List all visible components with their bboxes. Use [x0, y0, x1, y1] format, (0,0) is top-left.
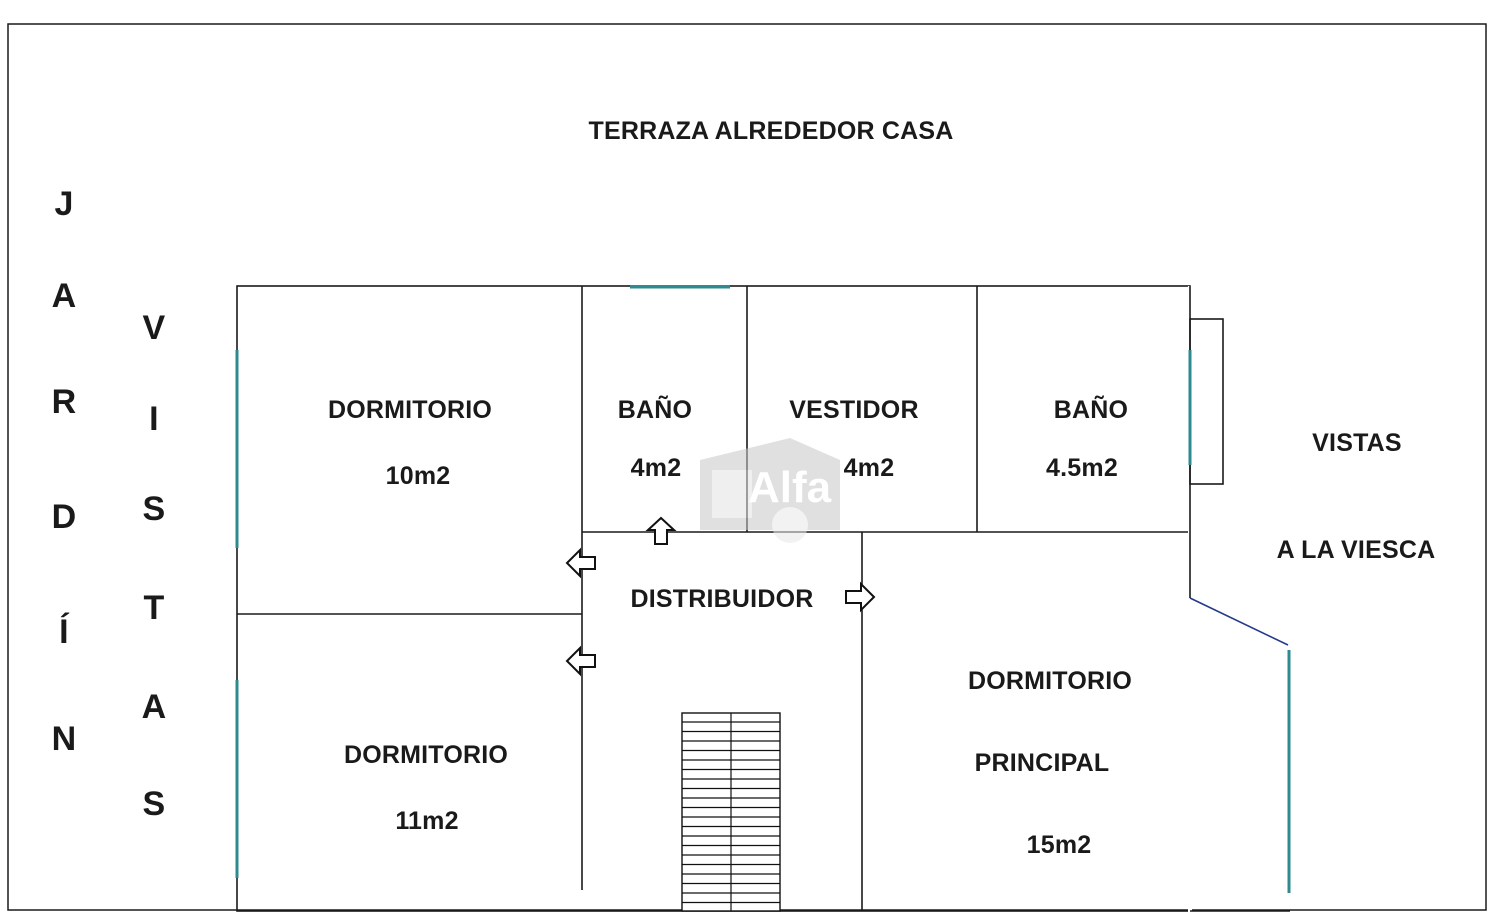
windows [235, 285, 1291, 893]
views-letter: I [149, 400, 159, 438]
bedroom-top-left-area: 10m2 [386, 462, 451, 490]
views-letter: V [143, 309, 166, 347]
views-letter: A [142, 688, 167, 726]
bathroom-1-area: 4m2 [631, 454, 682, 482]
staircase [681, 712, 781, 912]
views-letter: S [143, 490, 166, 528]
watermark-text: Alfa [748, 463, 832, 512]
garden-letter: Í [59, 613, 70, 651]
master-bedroom-name: DORMITORIO [968, 667, 1132, 695]
bathroom-1-name: BAÑO [618, 394, 692, 424]
closet-name: VESTIDOR [789, 396, 918, 424]
bedroom-bottom-left-area: 11m2 [395, 807, 458, 835]
bedroom-top-left-name: DORMITORIO [328, 396, 492, 424]
views-left-label: V I S T A S [142, 309, 167, 823]
closet-area: 4m2 [844, 454, 895, 482]
bathroom-2-area: 4.5m2 [1046, 454, 1118, 482]
garden-letter: D [52, 498, 77, 536]
garden-label: J A R D Í N [52, 185, 77, 758]
bathroom-niche [1189, 318, 1224, 485]
views-letter: T [144, 589, 165, 627]
door-arrow-right-icon [845, 581, 876, 613]
views-letter: S [143, 785, 166, 823]
hall-name: DISTRIBUIDOR [631, 585, 814, 613]
bay-window-extension [1188, 286, 1290, 916]
garden-letter: J [54, 185, 73, 223]
door-arrow-left-top-icon [565, 547, 596, 579]
bathroom-2-name: BAÑO [1054, 394, 1128, 424]
views-right-line1: VISTAS [1312, 429, 1402, 457]
garden-letter: R [52, 383, 77, 421]
door-arrow-up-icon [645, 516, 677, 545]
views-right-line2: A LA VIESCA [1277, 536, 1436, 564]
terrace-label: TERRAZA ALREDEDOR CASA [588, 117, 953, 145]
garden-letter: N [52, 720, 77, 758]
watermark-logo: Alfa [700, 438, 840, 543]
door-arrows [565, 516, 876, 677]
garden-letter: A [52, 277, 77, 315]
master-bedroom-name2: PRINCIPAL [975, 749, 1110, 777]
door-arrow-left-bottom-icon [565, 645, 596, 677]
bedroom-bottom-left-name: DORMITORIO [344, 741, 508, 769]
master-bedroom-area: 15m2 [1027, 831, 1092, 859]
